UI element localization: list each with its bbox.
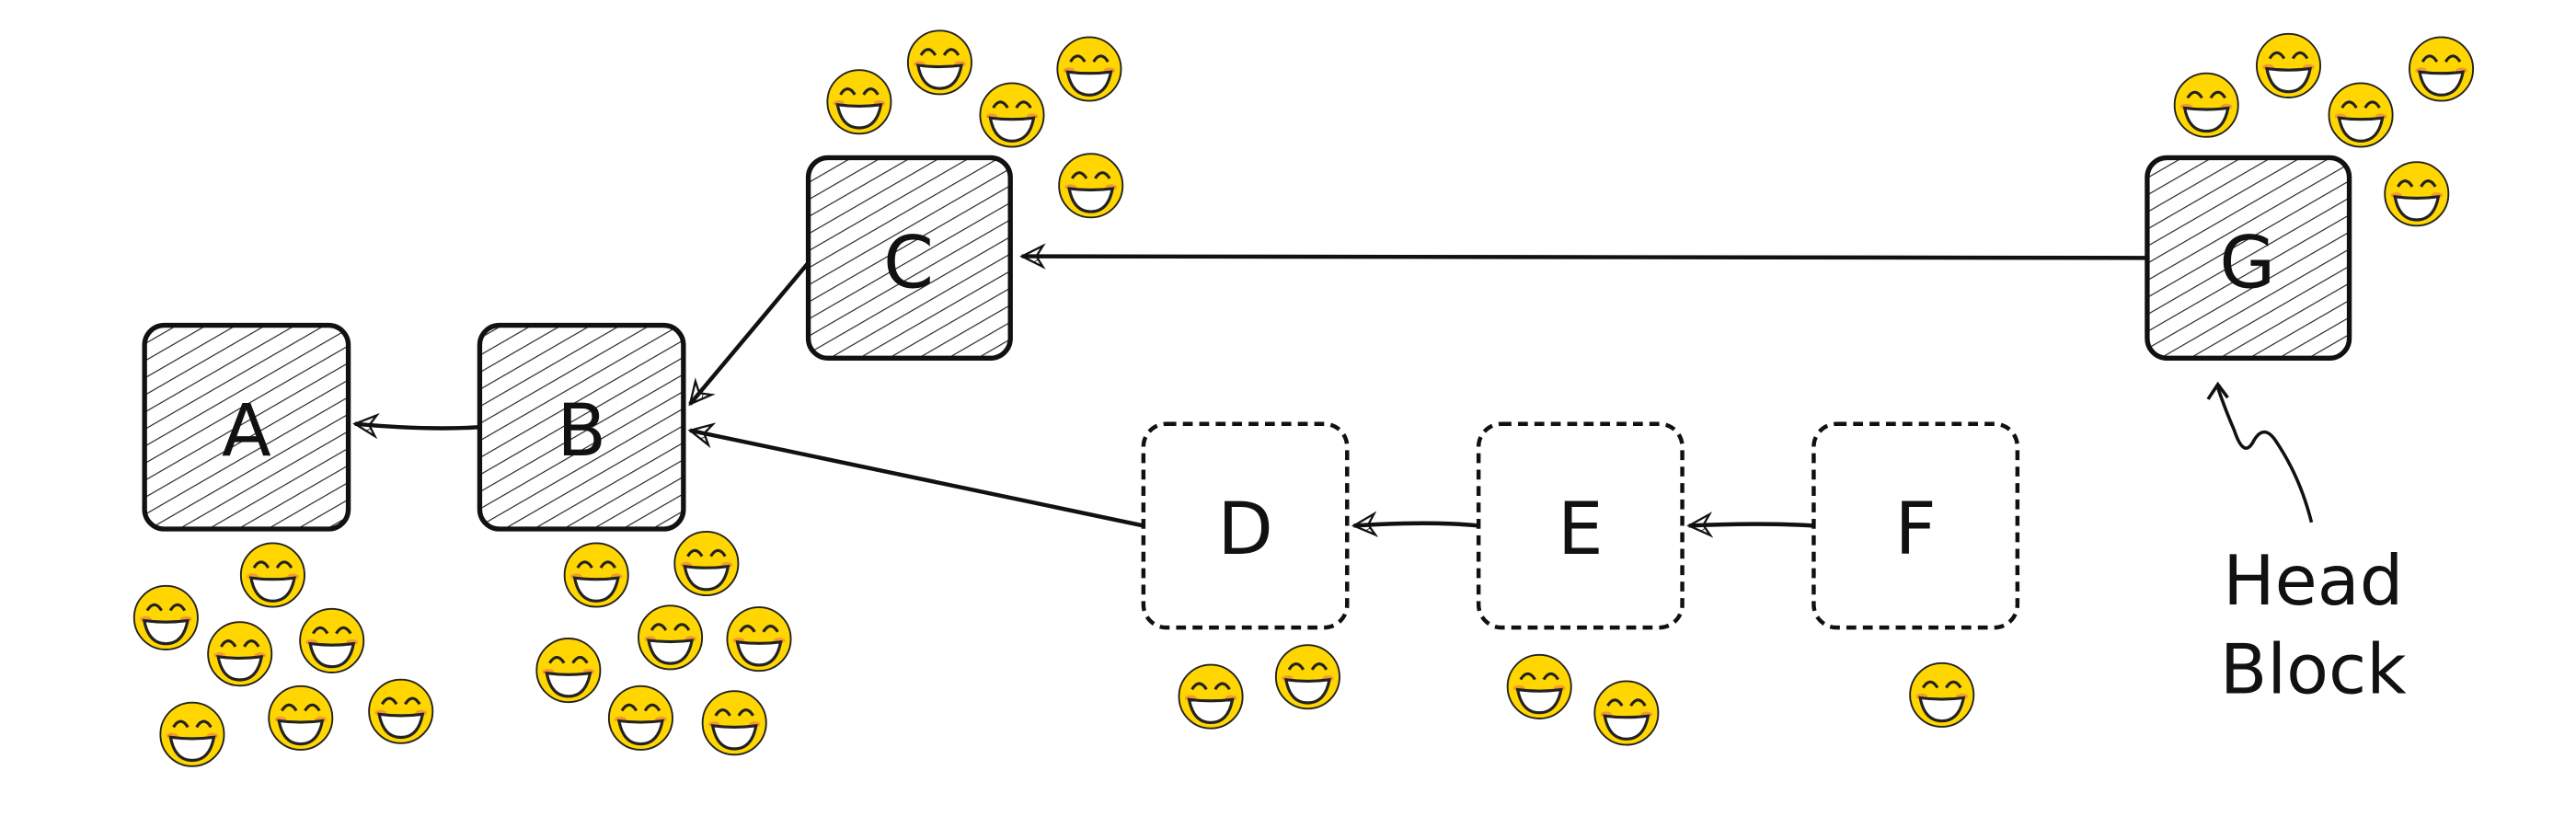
head-label-line2: Block (2220, 629, 2407, 710)
edge-c-to-b (690, 261, 811, 405)
smiley-icon (267, 684, 334, 752)
smiley-icon (2408, 35, 2475, 103)
block-label: G (2219, 221, 2275, 305)
block-a[interactable]: A (142, 322, 351, 532)
smiley-icon (1506, 653, 1573, 720)
smiley-icon (637, 604, 704, 671)
block-d[interactable]: D (1141, 421, 1350, 630)
smiley-icon (725, 605, 793, 673)
head-block-annotation: Head Block (2206, 381, 2407, 710)
smiley-icon (2173, 72, 2240, 139)
votes-d (1177, 643, 1341, 730)
smiley-icon (1055, 35, 1123, 103)
smiley-icon (2327, 81, 2395, 149)
smiley-icon (535, 637, 602, 704)
block-label: D (1217, 487, 1273, 571)
smiley-icon (1057, 152, 1124, 219)
smiley-icon (1274, 643, 1341, 710)
smiley-icon (2383, 160, 2450, 227)
smiley-icon (701, 689, 768, 756)
block-c[interactable]: C (805, 155, 1013, 361)
block-label: C (883, 221, 934, 305)
block-b[interactable]: B (477, 322, 686, 532)
smiley-icon (1177, 663, 1245, 730)
edge-d-to-b (690, 431, 1144, 528)
block-label: A (222, 388, 271, 473)
smiley-icon (978, 81, 1046, 149)
smiley-icon (1593, 679, 1661, 747)
votes-f (1908, 661, 1975, 729)
smiley-icon (298, 607, 365, 674)
head-label-line1: Head (2223, 540, 2403, 621)
smiley-icon (132, 584, 200, 651)
block-label: F (1895, 487, 1937, 571)
curved-arrow-icon (2216, 386, 2314, 523)
smiley-icon (673, 530, 740, 597)
smiley-icon (1908, 661, 1975, 729)
smiley-icon (239, 541, 306, 609)
block-label: E (1558, 487, 1604, 571)
smiley-icon (607, 684, 674, 752)
votes-a (132, 541, 434, 768)
edge-f-to-e (1689, 524, 1814, 526)
block-f[interactable]: F (1811, 421, 2020, 630)
edge-g-to-c (1022, 257, 2147, 259)
block-e[interactable]: E (1476, 421, 1685, 630)
smiley-icon (563, 541, 630, 609)
votes-b (535, 530, 793, 756)
smiley-icon (206, 620, 273, 687)
smiley-icon (2255, 32, 2322, 99)
edge-e-to-d (1353, 523, 1479, 526)
edge-b-to-a (355, 424, 480, 429)
block-g[interactable]: G (2145, 155, 2352, 361)
votes-e (1506, 653, 1661, 747)
block-label: B (557, 388, 606, 473)
smiley-icon (158, 701, 226, 768)
smiley-icon (906, 29, 973, 97)
smiley-icon (367, 678, 434, 745)
smiley-icon (825, 68, 893, 135)
